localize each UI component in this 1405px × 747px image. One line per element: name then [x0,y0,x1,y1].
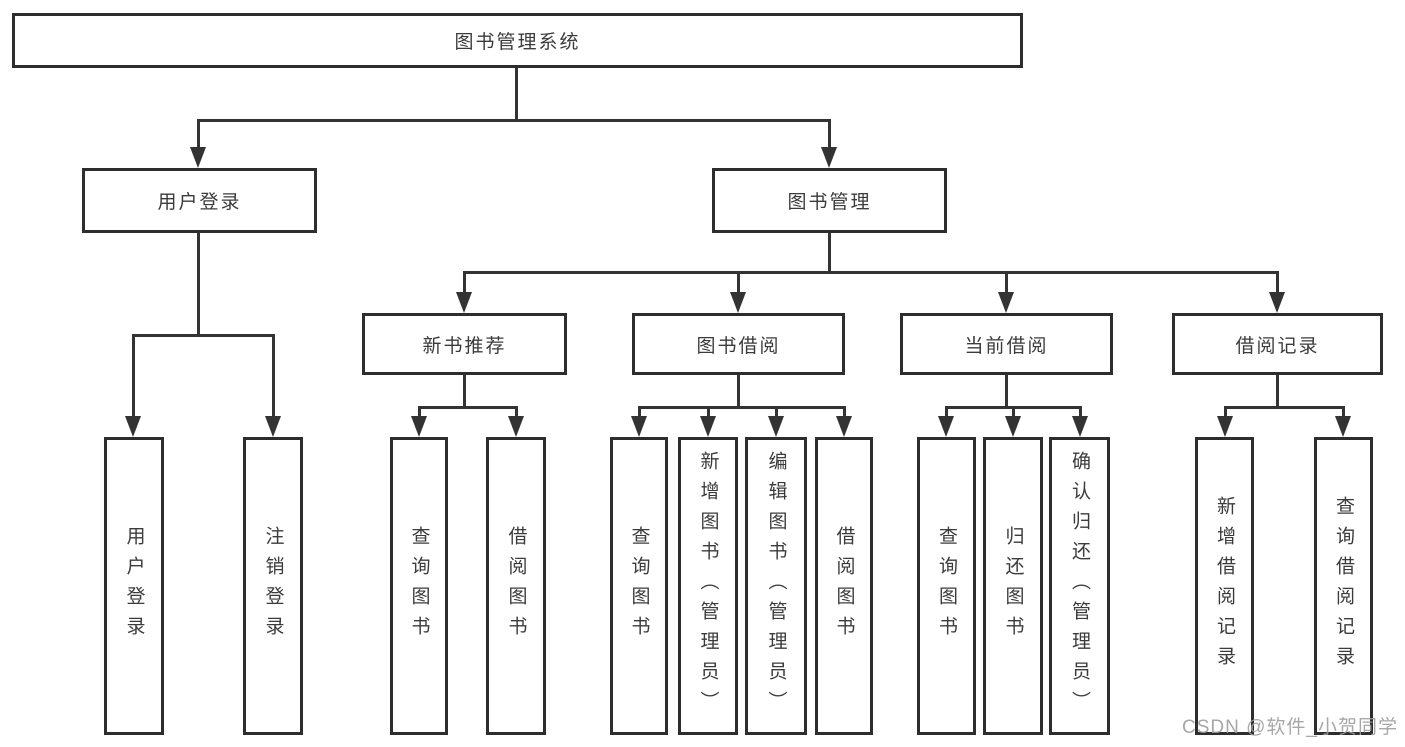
leaf-add-book-admin-label: 新增图书（管理员） [697,451,719,721]
connector-new-book-rec-rail [418,406,518,409]
node-book-mgmt-label: 图书管理 [787,192,872,213]
leaf-query-books-borrow-label: 查询图书 [628,526,650,646]
down-arrowhead [821,147,837,168]
node-borrow-record: 借阅记录 [1172,313,1383,375]
csdn-watermark: CSDN @软件_小贺同学 [1182,717,1398,738]
leaf-edit-book-admin-label: 编辑图书（管理员） [765,451,787,721]
leaf-borrow-books: 借阅图书 [815,437,873,735]
down-arrowhead [265,416,281,437]
connector-drop [638,406,641,419]
leaf-return-book: 归还图书 [983,437,1043,735]
connector-book-borrow-stem [737,375,740,409]
connector-drop-new-book-rec [463,271,466,295]
connector-drop [707,406,710,419]
connector-user-login-stem [197,233,200,337]
leaf-query-borrow-record-label: 查询借阅记录 [1333,496,1354,676]
down-arrowhead [1217,416,1233,437]
node-new-book-rec-label: 新书推荐 [422,335,507,357]
leaf-add-book-admin: 新增图书（管理员） [678,437,738,735]
connector-user-login-rail [132,334,275,337]
node-book-borrow: 图书借阅 [632,313,845,375]
leaf-add-borrow-record-label: 新增借阅记录 [1214,496,1235,676]
node-book-mgmt: 图书管理 [712,168,947,233]
leaf-confirm-return-admin-label: 确认归还（管理员） [1069,451,1090,721]
node-borrow-record-label: 借阅记录 [1235,335,1320,357]
leaf-add-borrow-record: 新增借阅记录 [1195,437,1254,735]
connector-drop-book-mgmt [828,119,831,150]
down-arrowhead [1269,292,1285,313]
connector-borrow-record-rail [1224,406,1344,409]
connector-drop-borrow-record [1276,271,1279,295]
connector-drop-leaf-user-login [132,334,135,419]
leaf-query-books-rec: 查询图书 [390,437,448,735]
down-arrowhead [700,416,716,437]
leaf-edit-book-admin: 编辑图书（管理员） [745,437,807,735]
node-user-login: 用户登录 [82,168,317,233]
down-arrowhead [836,416,852,437]
node-new-book-rec: 新书推荐 [362,313,567,375]
connector-drop-user-login [197,119,200,150]
connector-borrow-record-stem [1276,375,1279,409]
connector-book-borrow-rail [638,406,844,409]
connector-book-mgmt-stem [828,233,831,274]
down-arrowhead [1005,416,1021,437]
connector-drop [843,406,846,419]
leaf-borrow-books-rec-label: 借阅图书 [505,526,527,646]
connector-drop [1342,406,1345,419]
down-arrowhead [125,416,141,437]
connector-drop-current-borrow [1005,271,1008,295]
node-book-borrow-label: 图书借阅 [696,335,781,357]
node-root: 图书管理系统 [12,13,1023,68]
down-arrowhead [190,147,206,168]
connector-drop [1079,406,1082,419]
leaf-confirm-return-admin: 确认归还（管理员） [1049,437,1110,735]
connector-book-mgmt-rail [463,271,1279,274]
leaf-logout: 注销登录 [243,437,303,735]
leaf-borrow-books-rec: 借阅图书 [486,437,546,735]
connector-drop [775,406,778,419]
node-user-login-label: 用户登录 [157,192,242,213]
connector-new-book-rec-stem [463,375,466,409]
node-root-label: 图书管理系统 [454,32,581,53]
connector-drop-book-borrow [737,271,740,295]
leaf-user-login: 用户登录 [104,437,164,735]
leaf-query-books-borrow: 查询图书 [610,437,668,735]
leaf-query-borrow-record: 查询借阅记录 [1314,437,1373,735]
connector-drop-leaf-logout [272,334,275,419]
node-current-borrow: 当前借阅 [900,313,1113,375]
connector-current-borrow-stem [1005,375,1008,409]
node-current-borrow-label: 当前借阅 [964,335,1049,357]
leaf-return-book-label: 归还图书 [1002,526,1024,646]
connector-drop [1012,406,1015,419]
down-arrowhead [411,416,427,437]
leaf-query-books-current: 查询图书 [917,437,976,735]
leaf-logout-label: 注销登录 [262,526,284,646]
connector-root-stem [515,68,518,122]
connector-drop [945,406,948,419]
down-arrowhead [631,416,647,437]
down-arrowhead [508,416,524,437]
down-arrowhead [1335,416,1351,437]
down-arrowhead [730,292,746,313]
leaf-query-books-current-label: 查询图书 [936,526,957,646]
down-arrowhead [938,416,954,437]
down-arrowhead [768,416,784,437]
down-arrowhead [998,292,1014,313]
connector-drop [1224,406,1227,419]
connector-drop [515,406,518,419]
down-arrowhead [1072,416,1088,437]
leaf-user-login-label: 用户登录 [123,526,145,646]
leaf-query-books-rec-label: 查询图书 [408,526,430,646]
connector-root-rail [197,119,831,122]
connector-drop [418,406,421,419]
leaf-borrow-books-label: 借阅图书 [833,526,855,646]
down-arrowhead [456,292,472,313]
